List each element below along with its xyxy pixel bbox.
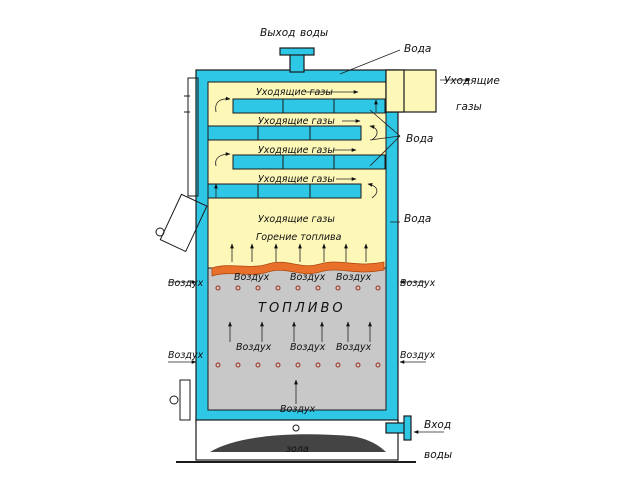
water-inlet-label-top: Вход bbox=[424, 419, 451, 431]
air-label-left-lower: Воздух bbox=[168, 350, 204, 361]
exhaust-out-label-top: Уходящие bbox=[444, 75, 500, 87]
leader-lines bbox=[339, 49, 471, 223]
air-label-left-upper: Воздух bbox=[168, 278, 204, 289]
flue-gas-label-3: Уходящие газы bbox=[258, 145, 335, 156]
air-label-top-3: Воздух bbox=[336, 272, 372, 283]
water-outlet-label-bottom: воды bbox=[300, 27, 328, 39]
water-inlet-label-bottom: воды bbox=[424, 449, 452, 461]
water-inlet-flange bbox=[403, 415, 412, 441]
fuel-air-arrows bbox=[228, 321, 372, 404]
water-outlet-pipe bbox=[289, 53, 305, 73]
air-label-right-lower: Воздух bbox=[400, 350, 436, 361]
water-outlet-label-top: Выход bbox=[260, 27, 295, 39]
gas-flow-arrows bbox=[214, 90, 378, 199]
air-label-top-1: Воздух bbox=[234, 272, 270, 283]
water-tubes bbox=[207, 98, 386, 199]
water-label-top: Вода bbox=[404, 43, 431, 55]
left-frame bbox=[155, 77, 208, 421]
ash-pile bbox=[210, 434, 386, 452]
water-label-mid: Вода bbox=[406, 133, 433, 145]
air-label-bottom: Воздух bbox=[280, 404, 316, 415]
water-label-right: Вода bbox=[404, 213, 431, 225]
air-label-top-2: Воздух bbox=[290, 272, 326, 283]
fuel-label: ТОПЛИВО bbox=[258, 301, 346, 316]
flue-gas-label-4: Уходящие газы bbox=[258, 174, 335, 185]
air-label-mid-3: Воздух bbox=[336, 342, 372, 353]
combustion-arrows bbox=[230, 243, 368, 262]
water-inlet-pipe bbox=[385, 422, 407, 434]
air-label-mid-2: Воздух bbox=[290, 342, 326, 353]
ash-label: зола bbox=[286, 444, 309, 455]
flue-gas-label-2: Уходящие газы bbox=[258, 116, 335, 127]
flue-outlet-collar bbox=[385, 69, 405, 113]
combustion-label: Горение топлива bbox=[256, 232, 342, 243]
flue-gas-label-1: Уходящие газы bbox=[256, 87, 333, 98]
water-outlet-flange bbox=[279, 47, 315, 56]
exhaust-out-label-bottom: газы bbox=[456, 101, 482, 113]
air-inlet-arrows bbox=[168, 280, 426, 364]
flue-gas-label-5: Уходящие газы bbox=[258, 214, 335, 225]
air-label-mid-1: Воздух bbox=[236, 342, 272, 353]
air-label-right-upper: Воздух bbox=[400, 278, 436, 289]
air-holes bbox=[215, 285, 381, 432]
flame-band bbox=[211, 261, 385, 277]
